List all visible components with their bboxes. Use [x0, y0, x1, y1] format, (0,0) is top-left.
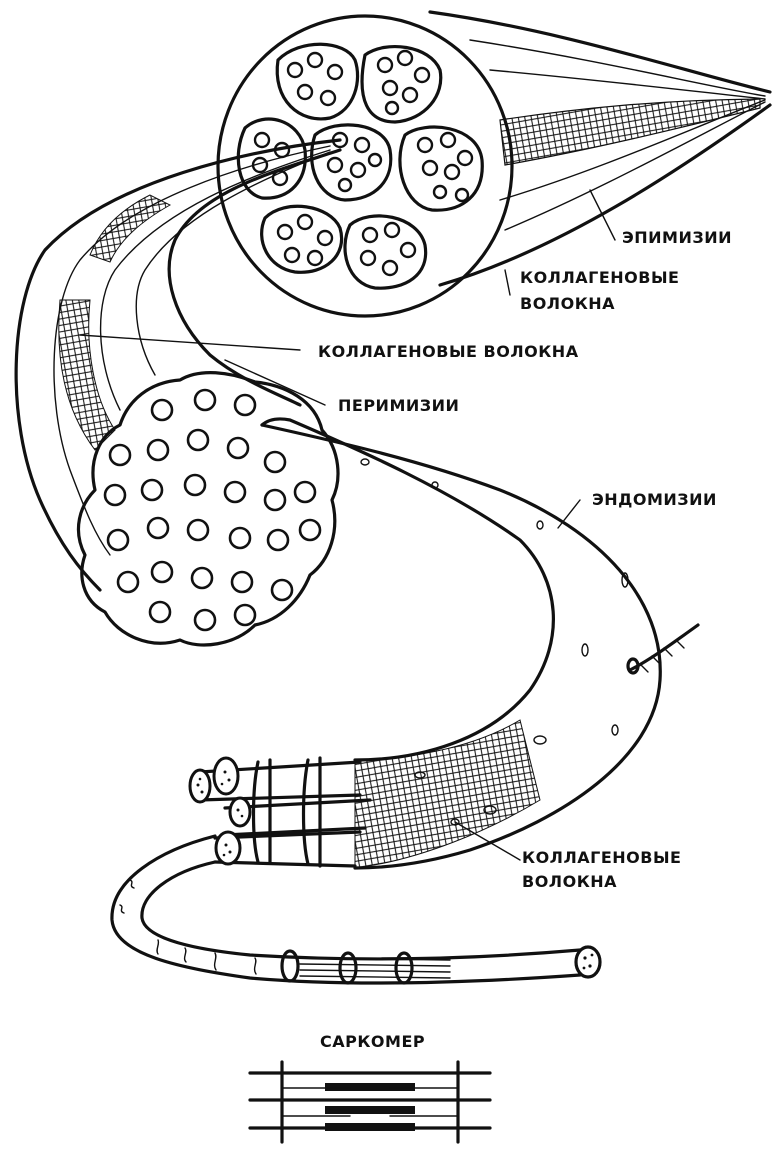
- label-sarcomere: САРКОМЕР: [320, 1032, 425, 1052]
- fascicle-cross-section: [78, 373, 338, 645]
- label-collagen-bottom-2: ВОЛОКНА: [522, 872, 617, 892]
- label-epimysium: ЭПИМИЗИИ: [622, 228, 732, 248]
- label-collagen-bottom-1: КОЛЛАГЕНОВЫЕ: [522, 848, 681, 868]
- label-perimysium: ПЕРИМИЗИИ: [338, 396, 459, 416]
- sarcomere-diagram: [250, 1062, 490, 1142]
- label-collagen-top-1: КОЛЛАГЕНОВЫЕ: [520, 268, 679, 288]
- muscle-fiber-strand: [262, 419, 698, 868]
- label-collagen-top-2: ВОЛОКНА: [520, 294, 615, 314]
- label-endomysium: ЭНДОМИЗИИ: [592, 490, 717, 510]
- label-collagen-mid: КОЛЛАГЕНОВЫЕ ВОЛОКНА: [318, 342, 579, 362]
- fascicle-strand: [16, 140, 340, 645]
- myofibril-bundle: [190, 758, 370, 866]
- fiber-dots-fascicle: [105, 390, 320, 630]
